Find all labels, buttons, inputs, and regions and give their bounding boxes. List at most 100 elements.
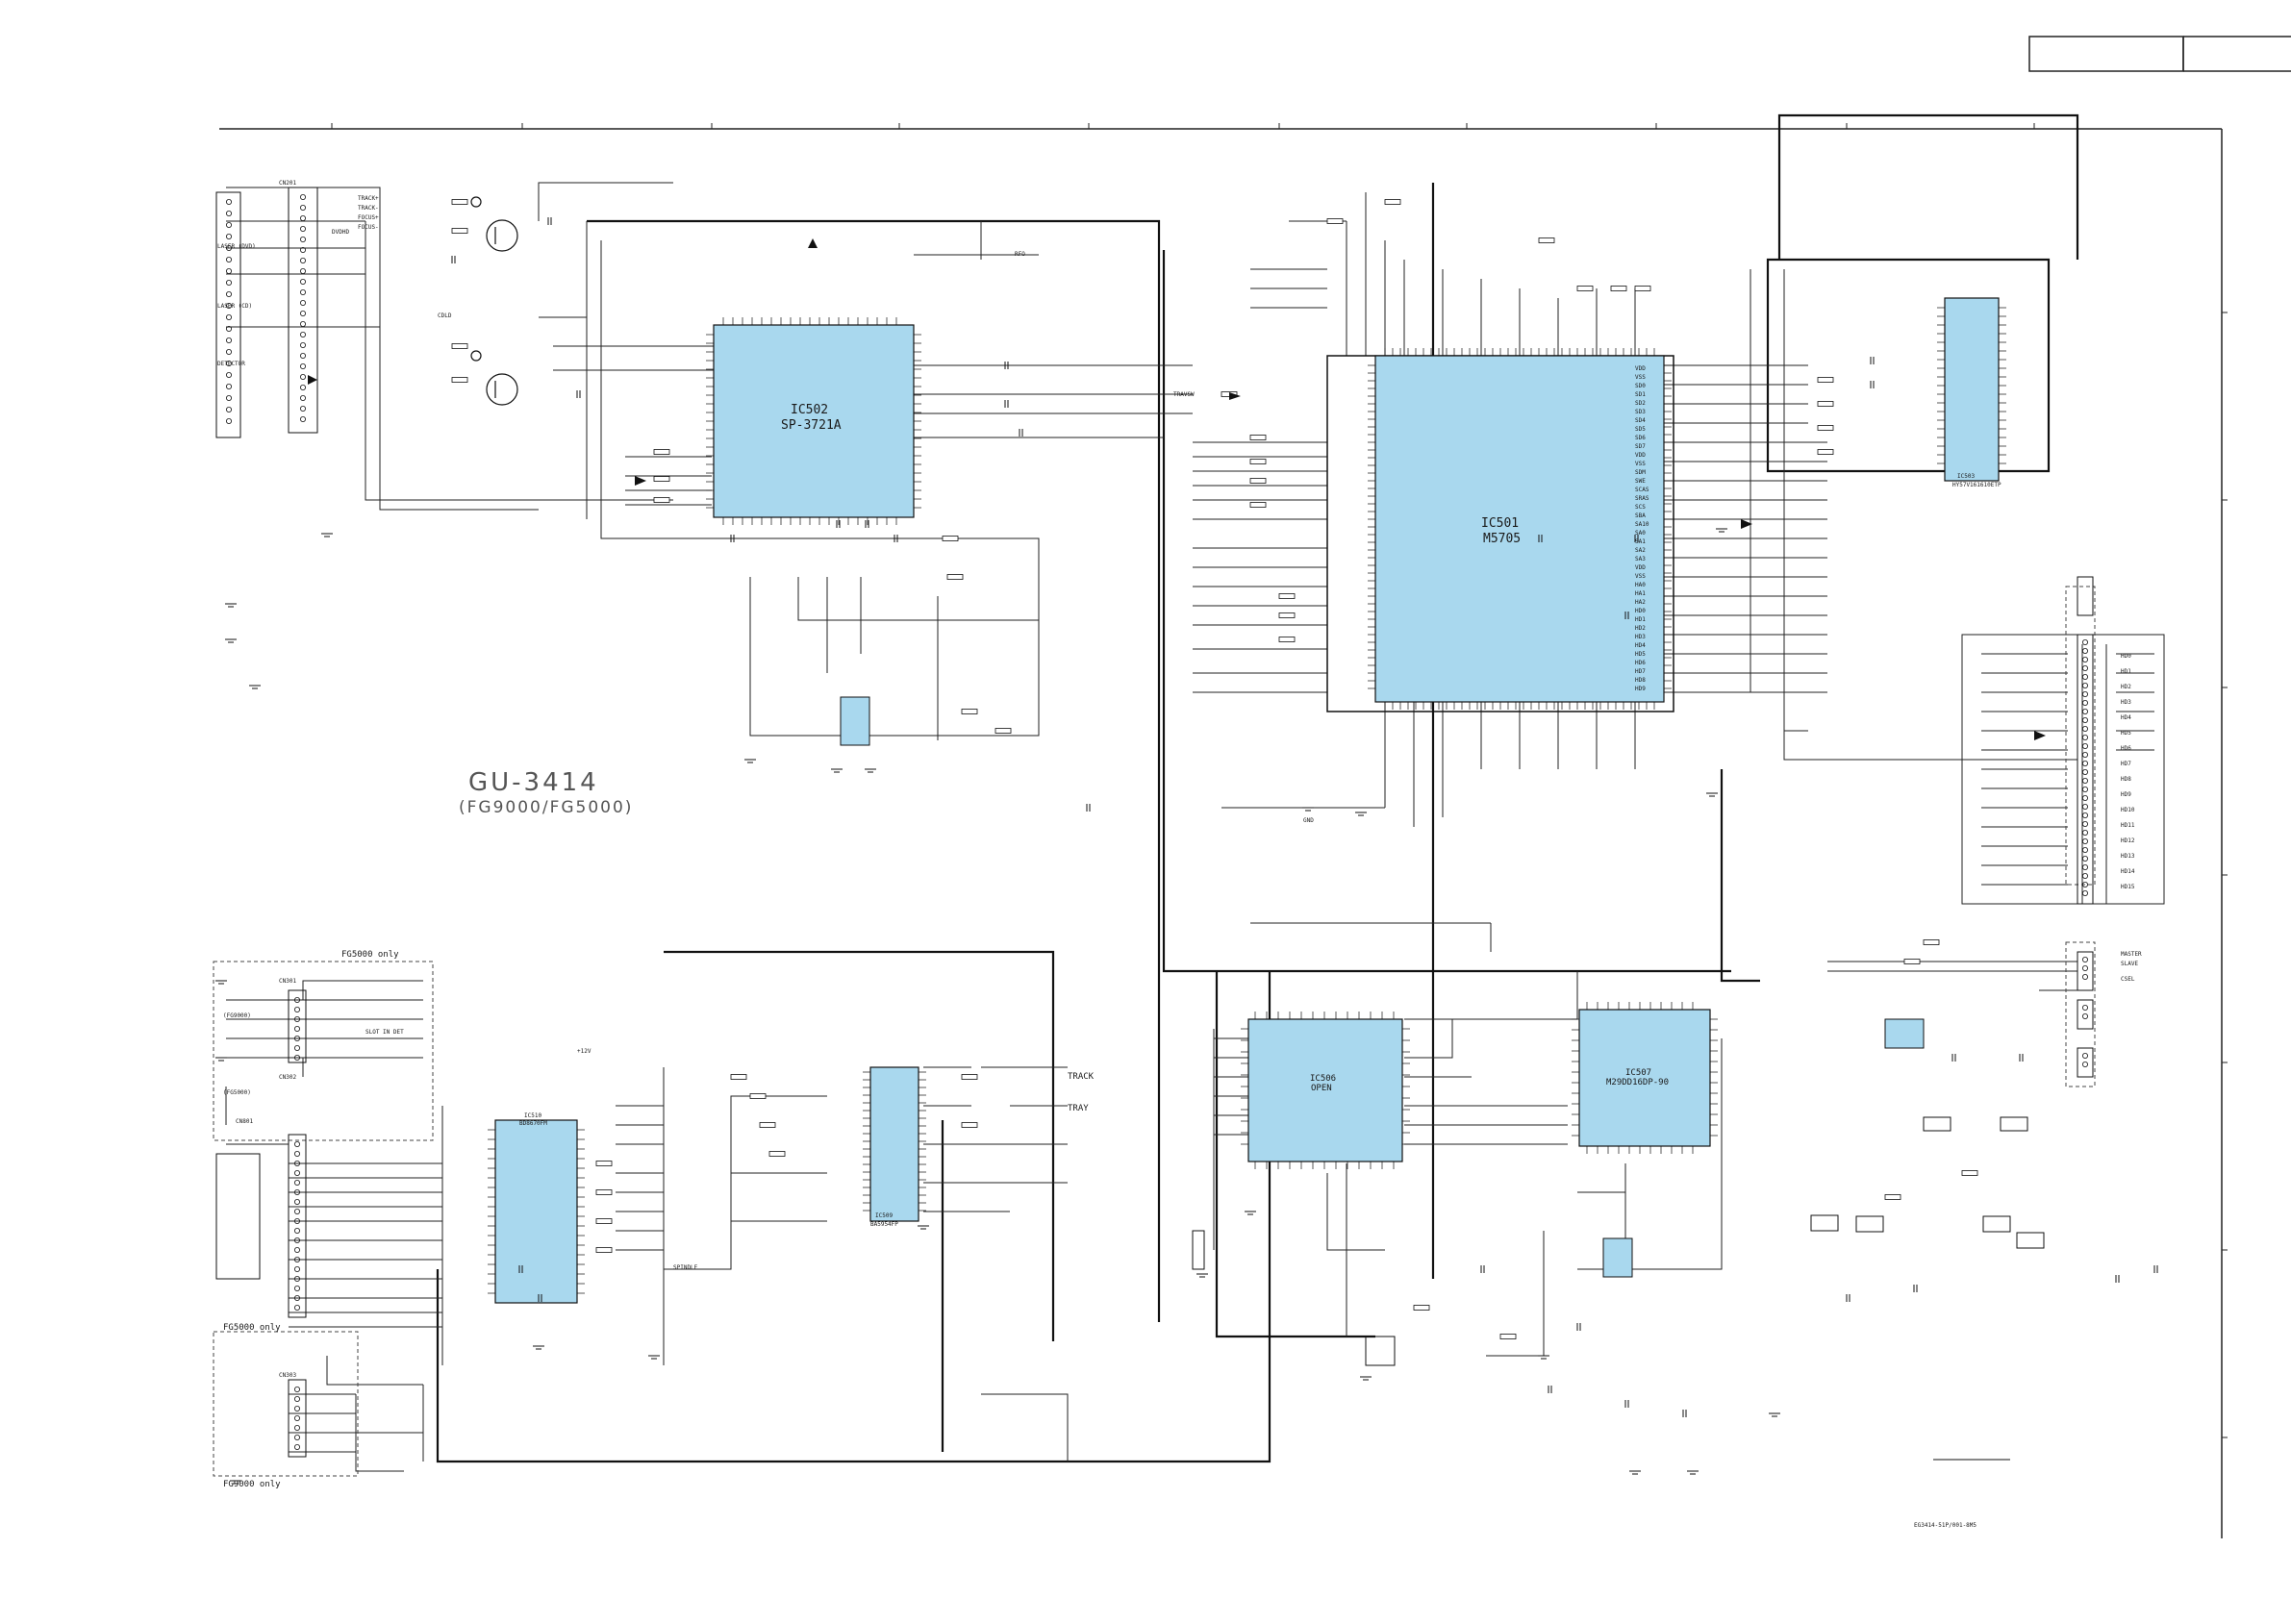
connector-pin xyxy=(293,1415,300,1422)
connector-pin xyxy=(293,1036,300,1042)
label-fg5000: (FG5000) xyxy=(223,1089,251,1096)
ic503-ref: IC503 xyxy=(1957,473,1975,480)
connector-pin xyxy=(293,1247,300,1254)
resistor xyxy=(1817,377,1834,383)
hd-bus-label: HD0 xyxy=(2121,653,2131,660)
cn201-label: CN201 xyxy=(279,180,296,187)
hd-bus-label: HD11 xyxy=(2121,822,2135,829)
connector-pin xyxy=(2081,965,2088,972)
connector-pin xyxy=(293,1218,300,1225)
ic501-pin-label: VDD xyxy=(1635,452,1646,459)
connector-pin xyxy=(299,341,306,348)
connector-pin xyxy=(293,1425,300,1432)
resistor xyxy=(730,1074,747,1080)
connector-pin xyxy=(2081,761,2088,767)
connector-pin xyxy=(293,1257,300,1263)
connector-pin xyxy=(225,325,232,332)
connector-pin xyxy=(2081,864,2088,871)
hd-bus-label: HD6 xyxy=(2121,745,2131,752)
connector-pin xyxy=(225,198,232,205)
ic501-pin-label: HA0 xyxy=(1635,582,1646,588)
title-block xyxy=(2028,36,2184,72)
connector-pin xyxy=(293,1161,300,1167)
connector-pin xyxy=(299,320,306,327)
hd-bus-label: HD7 xyxy=(2121,761,2131,767)
connector-pin xyxy=(293,1444,300,1451)
connectors xyxy=(215,187,2094,1458)
connector-pin xyxy=(299,394,306,401)
ic501-pin-labels: VDDVSSSD0SD1SD2SD3SD4SD5SD6SD7VDDVSSSDMS… xyxy=(1635,365,1649,692)
connector-pin xyxy=(2081,856,2088,862)
resistor xyxy=(1538,237,1555,243)
connector-pin xyxy=(2081,769,2088,776)
connector-pin xyxy=(2081,700,2088,707)
ic507-ref: IC507 xyxy=(1625,1068,1651,1078)
ic501-ref: IC501 xyxy=(1481,516,1519,531)
resistor xyxy=(595,1247,613,1253)
resistor xyxy=(1278,637,1296,642)
connector-pin xyxy=(225,394,232,401)
connector-pin xyxy=(225,267,232,274)
cdld-label: CDLD xyxy=(438,312,452,319)
hd-bus-label: HD13 xyxy=(2121,853,2135,860)
connector-pin xyxy=(2081,657,2088,663)
cn801-label: CN801 xyxy=(236,1118,253,1125)
connector-pin xyxy=(299,352,306,359)
connector-pin xyxy=(2081,821,2088,828)
resistor xyxy=(961,1074,978,1080)
connector-pin xyxy=(225,256,232,262)
connector-pin xyxy=(2081,717,2088,724)
hd-bus-label: HD1 xyxy=(2121,668,2131,675)
resistor xyxy=(451,228,468,234)
hd-bus-label: HD8 xyxy=(2121,776,2131,783)
connector-pin xyxy=(293,1141,300,1148)
ic503-chip: IC503 HY57V161610ETP xyxy=(1944,297,2001,488)
ic501-pin-label: SA3 xyxy=(1635,556,1646,562)
resistor xyxy=(1413,1305,1430,1311)
connector-pin xyxy=(225,371,232,378)
track-label: TRACK xyxy=(1068,1072,1095,1082)
ic501-pin-label: SBA xyxy=(1635,512,1646,519)
resistor xyxy=(749,1093,767,1099)
resistor xyxy=(1817,401,1834,407)
board-subtitle: (FG9000/FG5000) xyxy=(459,798,633,817)
drawing-number: EG3414-51P/001-8M5 xyxy=(1914,1522,1976,1529)
ic501-pin-label: HD2 xyxy=(1635,625,1646,632)
connector-pin xyxy=(299,267,306,274)
resistor xyxy=(653,449,670,455)
track-plus-label: TRACK+ xyxy=(358,195,379,202)
connector-pin xyxy=(299,415,306,422)
connector-pin xyxy=(293,1286,300,1292)
connector-pin xyxy=(2081,1005,2088,1012)
connector-pin xyxy=(293,1435,300,1441)
resistor xyxy=(595,1161,613,1166)
hd-bus-label: HD3 xyxy=(2121,699,2131,706)
note-fg9000-bottom: FG9000 only xyxy=(223,1480,281,1489)
ic501-pin-label: VSS xyxy=(1635,461,1646,467)
hd-bus-label: HD2 xyxy=(2121,684,2131,690)
connector-pin xyxy=(299,193,306,200)
resistor xyxy=(961,709,978,714)
connector-pin xyxy=(293,1228,300,1235)
resistor xyxy=(1634,286,1651,291)
connector-pin xyxy=(2081,795,2088,802)
resistor xyxy=(994,728,1012,734)
connector-pin xyxy=(299,405,306,412)
connector-pin xyxy=(299,225,306,232)
connector-pin xyxy=(225,360,232,366)
ic506-chip: IC506 OPEN xyxy=(1247,1018,1403,1162)
ic501-chip: IC501 M5705 xyxy=(1374,355,1665,703)
connector-pin xyxy=(2081,873,2088,880)
ic510-chip: IC510 BD8670FM xyxy=(494,1112,578,1304)
ic509-chip: IC509 BA5954FP xyxy=(869,1066,919,1228)
ic501-pin-label: SD3 xyxy=(1635,409,1646,415)
resistor xyxy=(946,574,964,580)
vcc-label: +12V xyxy=(577,1048,592,1055)
connector-pin xyxy=(293,1237,300,1244)
resistor xyxy=(1817,425,1834,431)
resistor xyxy=(1884,1194,1901,1200)
connector-pin xyxy=(2081,1013,2088,1020)
connector-pin xyxy=(2081,787,2088,793)
